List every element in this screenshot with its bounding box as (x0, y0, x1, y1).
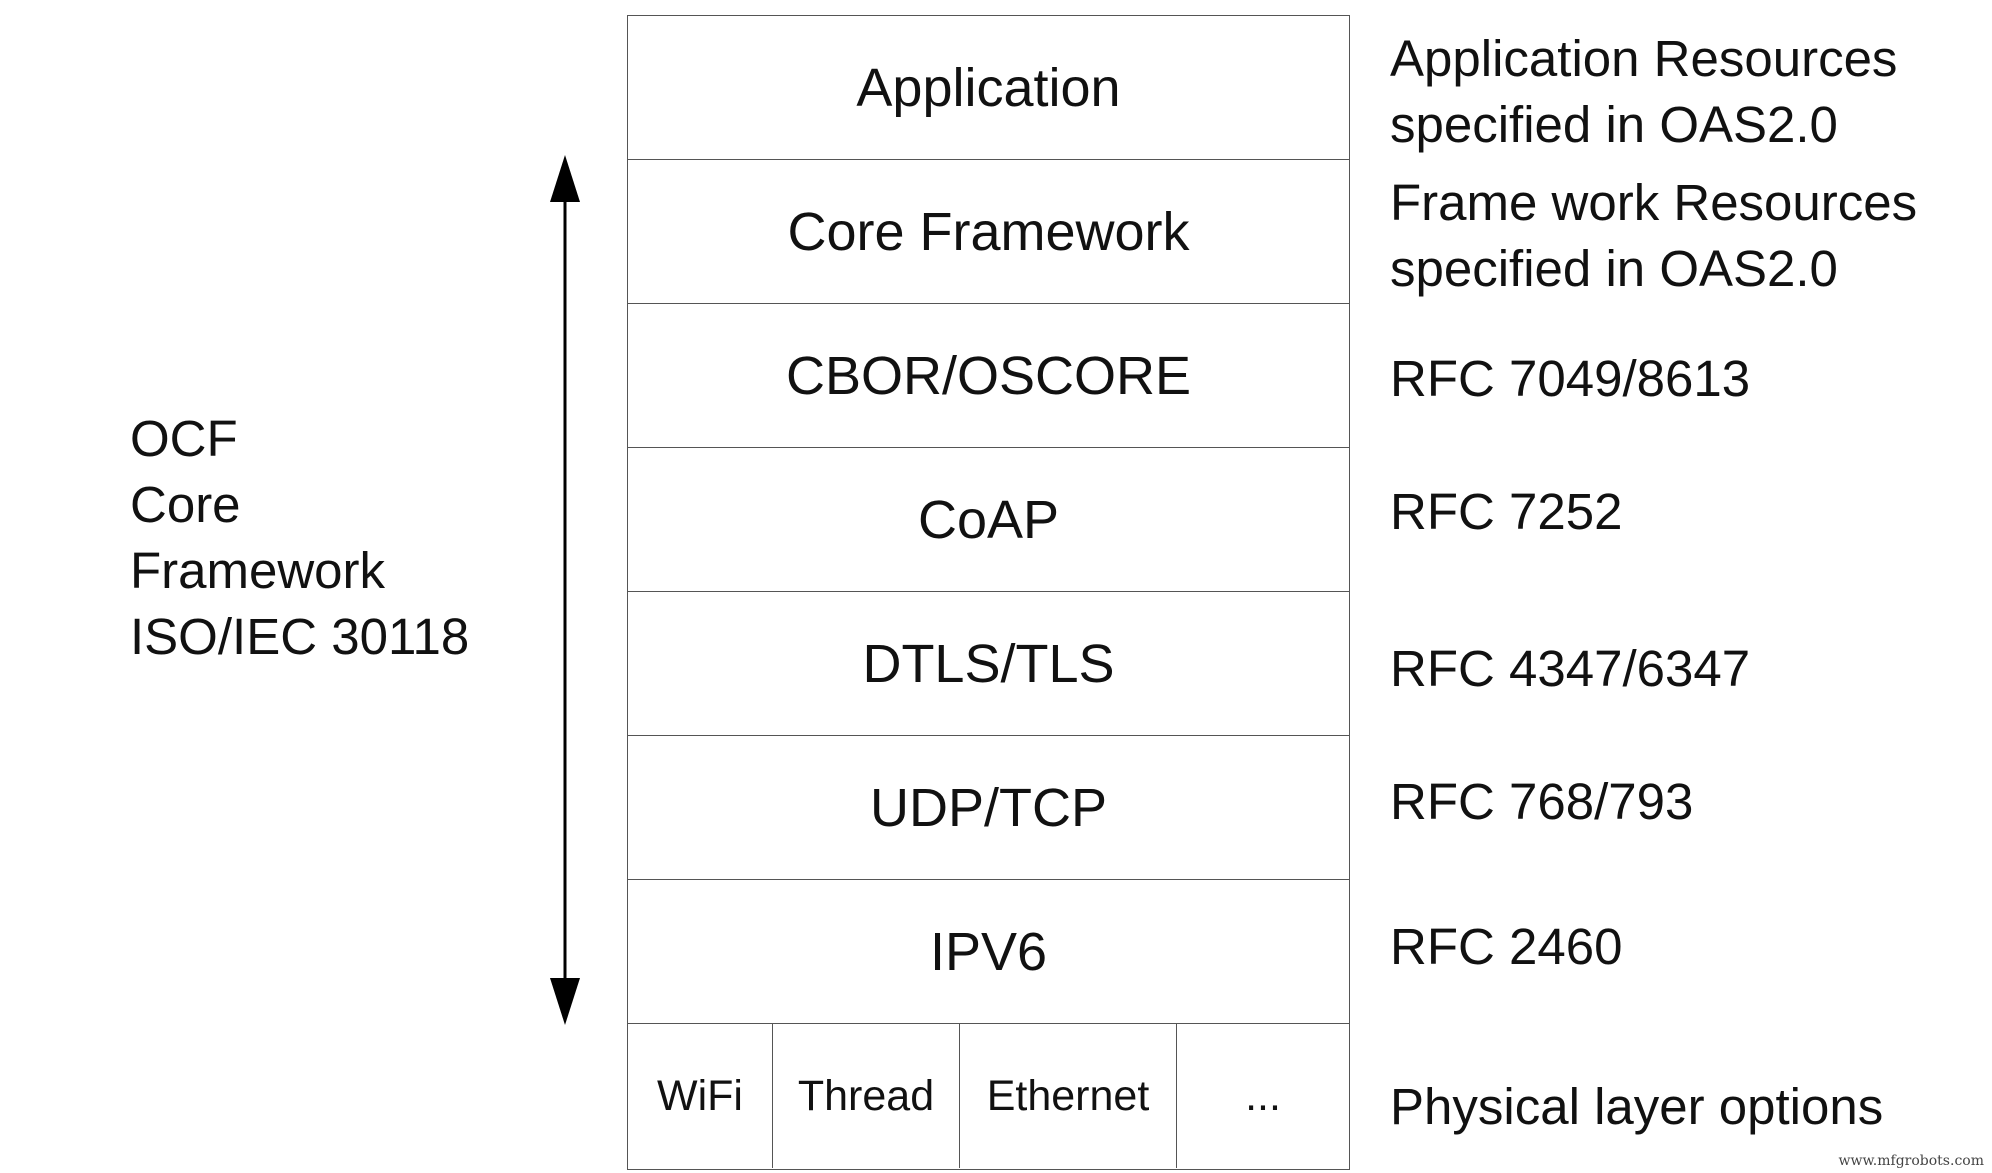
layer-coap: CoAP (628, 448, 1349, 592)
desc-coap: RFC 7252 (1390, 483, 1623, 540)
desc-ipv6: RFC 2460 (1390, 918, 1623, 975)
left-label-line: Core (130, 476, 241, 533)
left-label-line: OCF (130, 410, 238, 467)
physical-layer-row: WiFi Thread Ethernet ... (628, 1024, 1349, 1168)
left-label-line: ISO/IEC 30118 (130, 608, 470, 665)
layer-ipv6: IPV6 (628, 880, 1349, 1024)
phys-thread: Thread (773, 1024, 960, 1168)
left-label-line: Framework (130, 542, 386, 599)
phys-wifi: WiFi (628, 1024, 773, 1168)
desc-physical: Physical layer options (1390, 1078, 1884, 1135)
desc-application: Application Resources specified in OAS2.… (1390, 30, 1898, 153)
protocol-stack: Application Core Framework CBOR/OSCORE C… (627, 15, 1350, 1170)
layer-application: Application (628, 16, 1349, 160)
desc-dtls-tls: RFC 4347/6347 (1390, 640, 1751, 697)
watermark: www.mfgrobots.com (1838, 1153, 1984, 1169)
layer-core-framework: Core Framework (628, 160, 1349, 304)
ocf-core-framework-label: OCF Core Framework ISO/IEC 30118 (130, 406, 469, 670)
layer-udp-tcp: UDP/TCP (628, 736, 1349, 880)
layer-dtls-tls: DTLS/TLS (628, 592, 1349, 736)
phys-more: ... (1245, 1071, 1281, 1120)
desc-cbor-oscore: RFC 7049/8613 (1390, 350, 1751, 407)
layer-cbor-oscore: CBOR/OSCORE (628, 304, 1349, 448)
desc-udp-tcp: RFC 768/793 (1390, 773, 1694, 830)
desc-core-framework: Frame work Resources specified in OAS2.0 (1390, 174, 1918, 297)
phys-ethernet: Ethernet (960, 1024, 1177, 1168)
double-arrow-icon (550, 155, 580, 1025)
